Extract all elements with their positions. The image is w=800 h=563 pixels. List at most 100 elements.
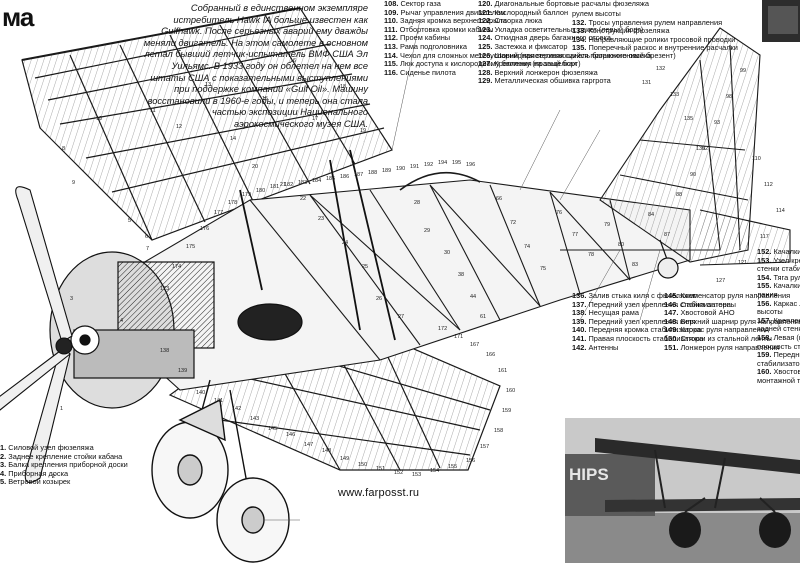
legend-item-number: 123. xyxy=(478,24,493,34)
legend-item-text: Узел крепл xyxy=(773,255,800,265)
legend-item: 132. Тросы управления рулем направления xyxy=(572,18,722,28)
legend-item-number: 109. xyxy=(384,7,399,17)
callout-number: 158 xyxy=(494,428,503,434)
callout-number: 135 xyxy=(684,116,693,122)
legend-item: 120. Диагональные бортовые расчалы фюзел… xyxy=(478,0,649,9)
callout-number: 150 xyxy=(358,462,367,468)
legend-item: 3. Балка крепления приборной доски xyxy=(0,460,128,470)
legend-item: плоскость стаби xyxy=(757,342,800,352)
callout-number: 66 xyxy=(496,196,502,202)
callout-number: 5 xyxy=(128,218,131,224)
callout-number: 18 xyxy=(340,84,346,90)
legend-item-number: 133. xyxy=(572,26,587,36)
callout-number: 185 xyxy=(326,176,335,182)
legend-item: стенки стабил xyxy=(757,264,800,274)
callout-number: 72 xyxy=(510,220,516,226)
legend-item-number: 158. xyxy=(757,332,772,342)
legend-item: 114. Чехол для сложных метеоусловий (при… xyxy=(384,51,676,61)
legend-item-number: 125. xyxy=(478,41,493,51)
legend-item: 137. Передний узел крепления стабилизато… xyxy=(572,300,731,310)
legend-item-number: 126. xyxy=(478,50,493,60)
legend-item: 135. Поперечный раскос и внутренние расч… xyxy=(572,44,738,53)
legend-item-text: Передний xyxy=(773,350,800,360)
legend-item-number: 148. xyxy=(664,316,679,326)
legend-item: 116. Сиденье пилота xyxy=(384,68,476,78)
legend-item-number: 3. xyxy=(0,460,7,470)
legend-item-text: стенки стабил xyxy=(757,264,800,274)
callout-number: 133 xyxy=(670,92,679,98)
legend-item: 160. Хвостовой xyxy=(757,368,800,377)
callout-number: 117 xyxy=(760,234,769,240)
callout-number: 19 xyxy=(360,128,366,134)
legend-item: 109. Рычаг управления двигателем xyxy=(384,7,505,18)
callout-number: 11 xyxy=(150,108,156,114)
callout-number: 186 xyxy=(340,174,349,180)
legend-item-number: 159. xyxy=(757,350,772,360)
main-landing-gear xyxy=(151,379,290,563)
legend-item-text: Откидная дверь багажного отсека xyxy=(494,33,611,43)
legend-item-text: Направляющие ролики тросовой проводки xyxy=(588,34,736,44)
callout-number: 156 xyxy=(466,458,475,464)
callout-number: 136 xyxy=(696,146,705,152)
callout-number: 92 xyxy=(702,146,708,152)
legend-item-number: 2. xyxy=(0,451,7,461)
callout-number: 80 xyxy=(618,242,624,248)
callout-number: 183 xyxy=(298,180,307,186)
tail-wheel xyxy=(657,239,679,279)
callout-number: 178 xyxy=(228,200,237,206)
legend-item-number: 147. xyxy=(664,308,679,318)
legend-item: 5. Ветровой козырек xyxy=(0,478,86,487)
callout-number: 38 xyxy=(458,272,464,278)
legend-item-text: Приборная доска xyxy=(8,468,69,478)
callout-number: 61 xyxy=(480,314,486,320)
callout-number: 121 xyxy=(738,260,747,266)
callout-number: 128 xyxy=(630,54,639,60)
legend-item: 149. Каркас руля направления xyxy=(664,326,769,335)
callout-number: 192 xyxy=(424,162,433,168)
legend-item-number: 138. xyxy=(572,308,587,318)
callout-number: 173 xyxy=(160,286,169,292)
legend-item-text: Левая (ве xyxy=(773,332,800,342)
legend-item: 150. Стяжки из стальной ленты xyxy=(664,333,772,344)
callout-number: 179 xyxy=(242,192,251,198)
callout-number: 188 xyxy=(368,170,377,176)
legend-item-number: 155. xyxy=(757,281,772,291)
callout-number: 90 xyxy=(690,172,696,178)
legend-item-number: 145. xyxy=(664,291,679,300)
callout-number: 27 xyxy=(398,314,404,320)
legend-item: 156. Каркас лев xyxy=(757,299,800,309)
callout-number: 22 xyxy=(300,196,306,202)
callout-number: 110 xyxy=(752,156,761,162)
legend-item-text: Силовой узел фюзеляжа xyxy=(8,443,94,452)
callout-number: 151 xyxy=(376,466,385,472)
legend-item-number: 150. xyxy=(664,333,679,343)
legend-item-number: 151. xyxy=(664,342,679,352)
legend-item: 115. Люк доступа к кислородному баллону … xyxy=(384,59,581,69)
legend-item-number: 124. xyxy=(478,33,493,43)
legend-item-number: 154. xyxy=(757,272,772,282)
callout-number: 167 xyxy=(470,342,479,348)
legend-item-number: 153. xyxy=(757,255,772,265)
callout-number: 10 xyxy=(96,116,102,122)
callout-number: 176 xyxy=(200,226,209,232)
callout-number: 152 xyxy=(394,470,403,476)
legend-item-text: Ветровой козырек xyxy=(8,477,71,487)
legend-item-text: высоты xyxy=(757,307,783,317)
callout-number: 139 xyxy=(178,368,187,374)
callout-number: 98 xyxy=(726,94,732,100)
callout-number: 131 xyxy=(642,80,651,86)
legend-item: 141. Правая плоскость стабилизатора xyxy=(572,334,704,344)
legend-item-text: Передний узел крепления киля xyxy=(588,316,696,326)
legend-item: 159. Передний xyxy=(757,350,800,360)
legend-column-6: 152. Качалки ру153. Узел креплстенки ста… xyxy=(757,248,800,386)
legend-item: 136. Залив стыка киля с фюзеляжем xyxy=(572,291,698,301)
callout-number: 146 xyxy=(286,432,295,438)
legend-item-number: 136. xyxy=(572,291,587,300)
legend-item: 157. Крепление xyxy=(757,316,800,326)
callout-number: 155 xyxy=(448,464,457,470)
callout-number: 141 xyxy=(214,398,223,404)
